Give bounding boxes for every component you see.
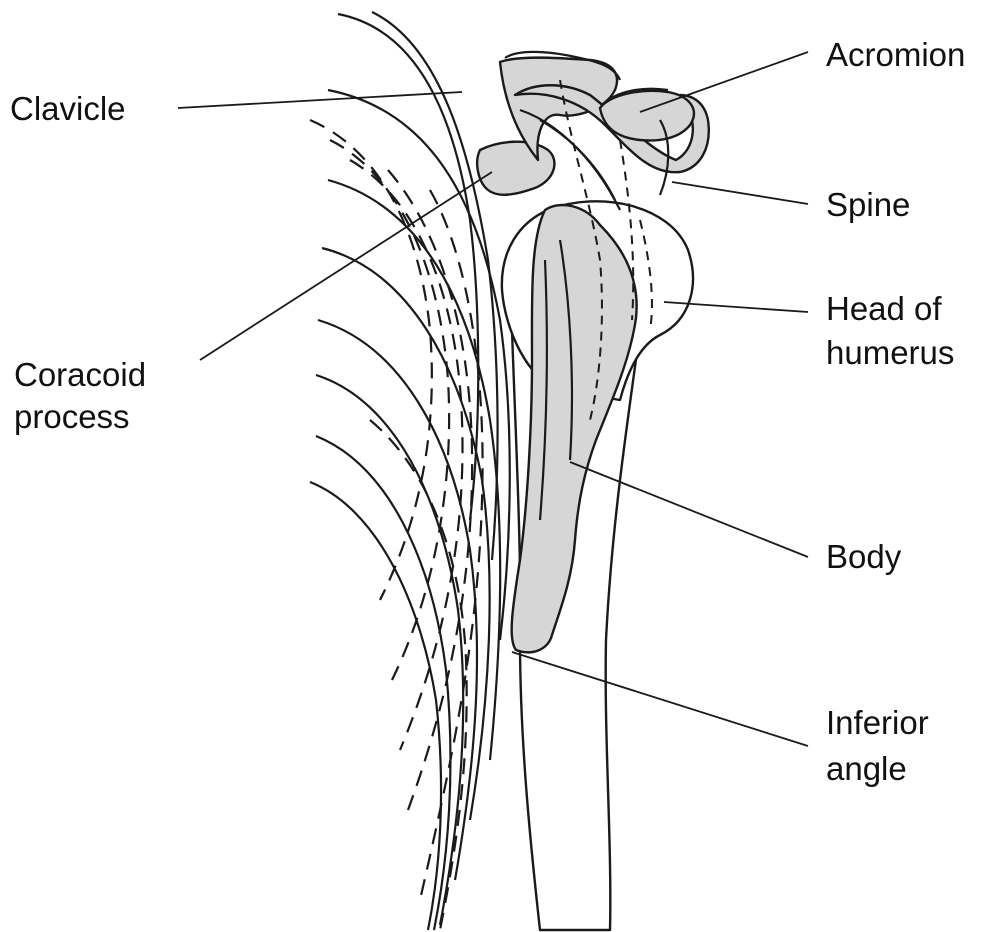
rib-5 bbox=[322, 248, 490, 820]
label-head-line1: Head of bbox=[826, 290, 942, 327]
label-coracoid-line2: process bbox=[14, 398, 130, 435]
label-inferior-line1: Inferior bbox=[826, 704, 929, 741]
label-body: Body bbox=[826, 538, 902, 575]
rib-7 bbox=[316, 375, 463, 925]
rib-1 bbox=[338, 14, 478, 520]
leader-spine bbox=[672, 182, 808, 204]
label-inferior-line2: angle bbox=[826, 750, 907, 787]
coracoid-shape bbox=[477, 142, 554, 195]
label-clavicle: Clavicle bbox=[10, 90, 126, 127]
rib-anterior-1 bbox=[310, 120, 432, 600]
leader-clavicle bbox=[178, 92, 462, 108]
rib-9 bbox=[310, 482, 441, 930]
label-acromion: Acromion bbox=[826, 36, 965, 73]
label-coracoid-line1: Coracoid bbox=[14, 356, 146, 393]
label-head-line2: humerus bbox=[826, 334, 954, 371]
leader-acromion bbox=[640, 52, 808, 112]
label-spine: Spine bbox=[826, 186, 910, 223]
rib-6 bbox=[318, 320, 477, 880]
